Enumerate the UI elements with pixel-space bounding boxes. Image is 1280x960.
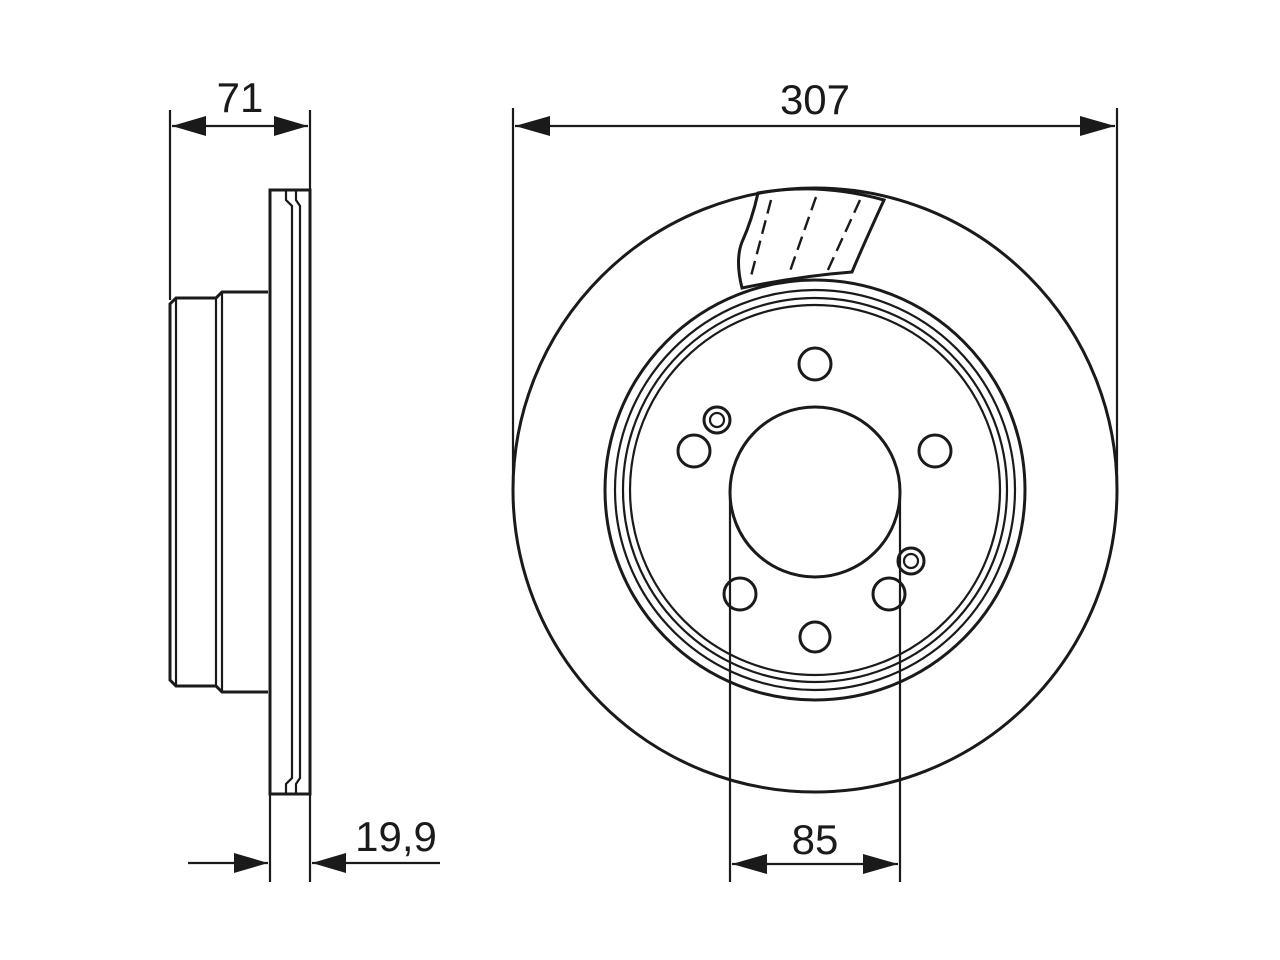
bolt-hole (917, 433, 953, 469)
locating-hole-inner (708, 411, 726, 429)
friction-ring-inner-edge (603, 278, 1027, 702)
side-view: 71 19,9 (168, 74, 440, 882)
disc-ring-outline (268, 188, 312, 796)
dim-307-arrow-left (515, 116, 550, 136)
locating-hole-outer (896, 546, 926, 576)
vent-vane (825, 199, 862, 273)
locating-hole-outer (702, 405, 732, 435)
bolt-hole (797, 346, 833, 382)
bolt-hole (798, 620, 832, 654)
locating-hole-inner (902, 552, 920, 570)
front-view: 307 85 (511, 76, 1119, 882)
dim-71-label: 71 (217, 74, 264, 121)
hat-ring-2 (621, 296, 1009, 684)
dim-thickness-arrow-left (234, 853, 268, 873)
vent-vane (748, 199, 773, 281)
dim-307-arrow-right (1080, 116, 1115, 136)
dim-71-arrow-left (172, 116, 206, 136)
dim-thickness-label: 19,9 (355, 813, 437, 860)
hat-ring-1 (613, 288, 1017, 692)
bolt-hole (871, 576, 907, 612)
dim-85-arrow-left (732, 854, 767, 874)
disc-vent-channel (284, 190, 294, 794)
bolt-hole (722, 576, 758, 612)
dim-thickness-arrow-right (312, 853, 346, 873)
vent-cutaway-outline (737, 187, 887, 290)
dim-85-label: 85 (792, 816, 839, 863)
dim-71-arrow-right (274, 116, 308, 136)
vent-vane (787, 196, 818, 275)
bolt-hole (676, 433, 712, 469)
dim-307-label: 307 (780, 76, 850, 123)
dim-85-arrow-right (863, 854, 898, 874)
center-bore (728, 405, 902, 579)
hat-ring-3 (628, 303, 1002, 677)
hub-outline (168, 290, 268, 694)
disc-vent-channel-2 (294, 190, 302, 794)
